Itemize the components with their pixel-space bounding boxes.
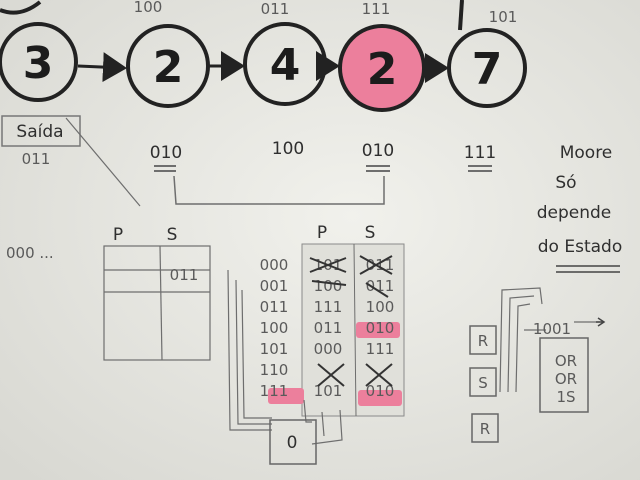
state-code: 011 [261, 0, 290, 18]
left-row-label: 000 ... [6, 244, 54, 262]
main-table-cell: 101 [314, 382, 343, 400]
state-chain: 3 2 4 2 7 100 011 111 101 [0, 0, 527, 112]
moore-note-line: Só [555, 173, 576, 193]
main-table-s: S [365, 223, 376, 243]
or-gate-line: OR [555, 370, 577, 388]
pointer-line [65, 117, 141, 207]
saida-label: Saída [16, 122, 63, 142]
or-gate-top: 1001 [533, 320, 571, 338]
main-table-cell: 111 [314, 298, 343, 316]
underline-marks [154, 165, 492, 172]
main-table-divider [353, 243, 357, 417]
marker-stroke [458, 0, 464, 31]
state-circle [447, 28, 527, 108]
saida-box [1, 115, 81, 147]
mid-code: 100 [272, 139, 304, 159]
left-table-s: S [167, 225, 178, 245]
moore-note-line: do Estado [538, 237, 622, 257]
main-table-cell: 011 [366, 256, 395, 274]
wire-lines [227, 269, 343, 445]
left-table-p: P [113, 225, 123, 245]
main-table-rows: 000 101 011 001 100 011 011 111 100 100 011 010 101 0… [260, 256, 395, 400]
state-code: 111 [362, 0, 391, 18]
flipflop-label: R [478, 332, 488, 350]
main-table-cell: 111 [366, 340, 395, 358]
cross-out-marks [309, 255, 393, 387]
incoming-stroke [0, 0, 42, 15]
main-table-cell: 100 [314, 277, 343, 295]
main-table-cell: 001 [260, 277, 289, 295]
state-code: 100 [134, 0, 163, 16]
bottom-box [269, 419, 317, 465]
transition-arrow [77, 52, 127, 83]
left-table-grid [103, 245, 211, 361]
main-table-cell: 011 [314, 319, 343, 337]
flipflop-box [469, 367, 497, 397]
main-table-cell: 000 [260, 256, 289, 274]
main-table-p: P [317, 223, 327, 243]
or-gate-line: 1S [556, 388, 575, 406]
mid-code: 010 [362, 141, 394, 161]
state-value: 7 [472, 44, 503, 95]
saida-value: 011 [22, 150, 51, 168]
or-gate-line: OR [555, 352, 577, 370]
state-circle [0, 22, 78, 102]
flipflop-box [471, 413, 499, 443]
state-value: 2 [153, 42, 184, 93]
main-table: P S 000 101 011 001 100 011 011 111 100 100 011 010… [260, 223, 405, 417]
main-table-cell: 011 [260, 298, 289, 316]
main-table-cell: 101 [260, 340, 289, 358]
main-table-cell: 100 [366, 298, 395, 316]
highlight-mark [358, 390, 402, 406]
highlight-mark [356, 322, 400, 338]
main-table-cell: 111 [260, 382, 289, 400]
left-table-cell: 011 [170, 266, 199, 284]
flipflop-label: R [480, 420, 490, 438]
bracket [173, 175, 385, 205]
gate-wires [499, 287, 600, 393]
main-table-cell: 010 [366, 382, 395, 400]
state-value: 2 [367, 44, 398, 95]
main-table-cell: 000 [314, 340, 343, 358]
or-gate-box [539, 337, 589, 413]
main-table-cell: 100 [260, 319, 289, 337]
flipflop-box [469, 325, 497, 355]
main-table-cell: 011 [366, 277, 395, 295]
highlight-mark [268, 388, 304, 404]
mid-code: 111 [464, 143, 496, 163]
mid-code: 010 [150, 143, 182, 163]
main-table-cell: 110 [260, 361, 289, 379]
output-arrow [596, 317, 606, 327]
flipflop-label: S [478, 374, 488, 392]
main-table-cell: 010 [366, 319, 395, 337]
state-value: 3 [23, 38, 54, 89]
moore-underline [556, 265, 620, 273]
moore-note-line: Moore [560, 143, 613, 163]
bottom-box-label: 0 [287, 433, 298, 453]
state-value: 4 [270, 40, 301, 91]
moore-note-line: depende [537, 203, 612, 223]
state-code: 101 [489, 8, 518, 26]
